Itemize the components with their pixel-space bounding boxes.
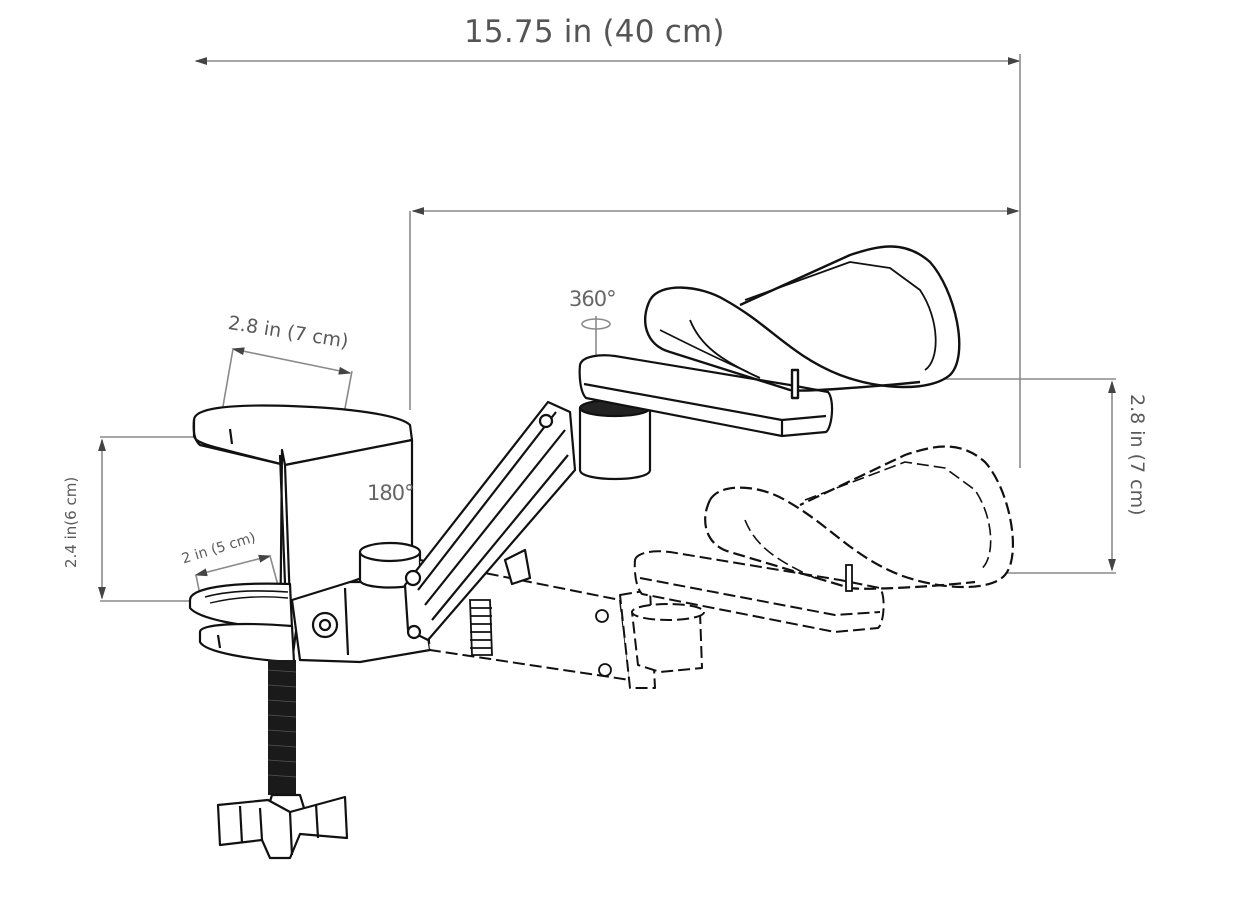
- pad-support-bar: [578, 354, 834, 438]
- clamp-opening-label: 2.4 in(6 cm): [62, 476, 80, 568]
- arm-pad-raised: [643, 245, 961, 400]
- pad-swivel-rotation-label: 360°: [569, 287, 617, 311]
- pad-support-bar-lowered: [633, 550, 885, 633]
- desk-clamp: [188, 404, 414, 664]
- star-knob: [216, 793, 349, 860]
- overall-length-label: 15.75 in (40 cm): [464, 14, 725, 50]
- clamp-screw: [267, 660, 297, 795]
- gas-spring-arm: [403, 400, 577, 642]
- upper-swivel-column: [578, 398, 652, 481]
- clamp-swivel-rotation-label: 180°: [367, 481, 415, 505]
- swivel-joint: [290, 541, 432, 664]
- height-adjustment-label: 2.8 in (7 cm): [1126, 394, 1148, 516]
